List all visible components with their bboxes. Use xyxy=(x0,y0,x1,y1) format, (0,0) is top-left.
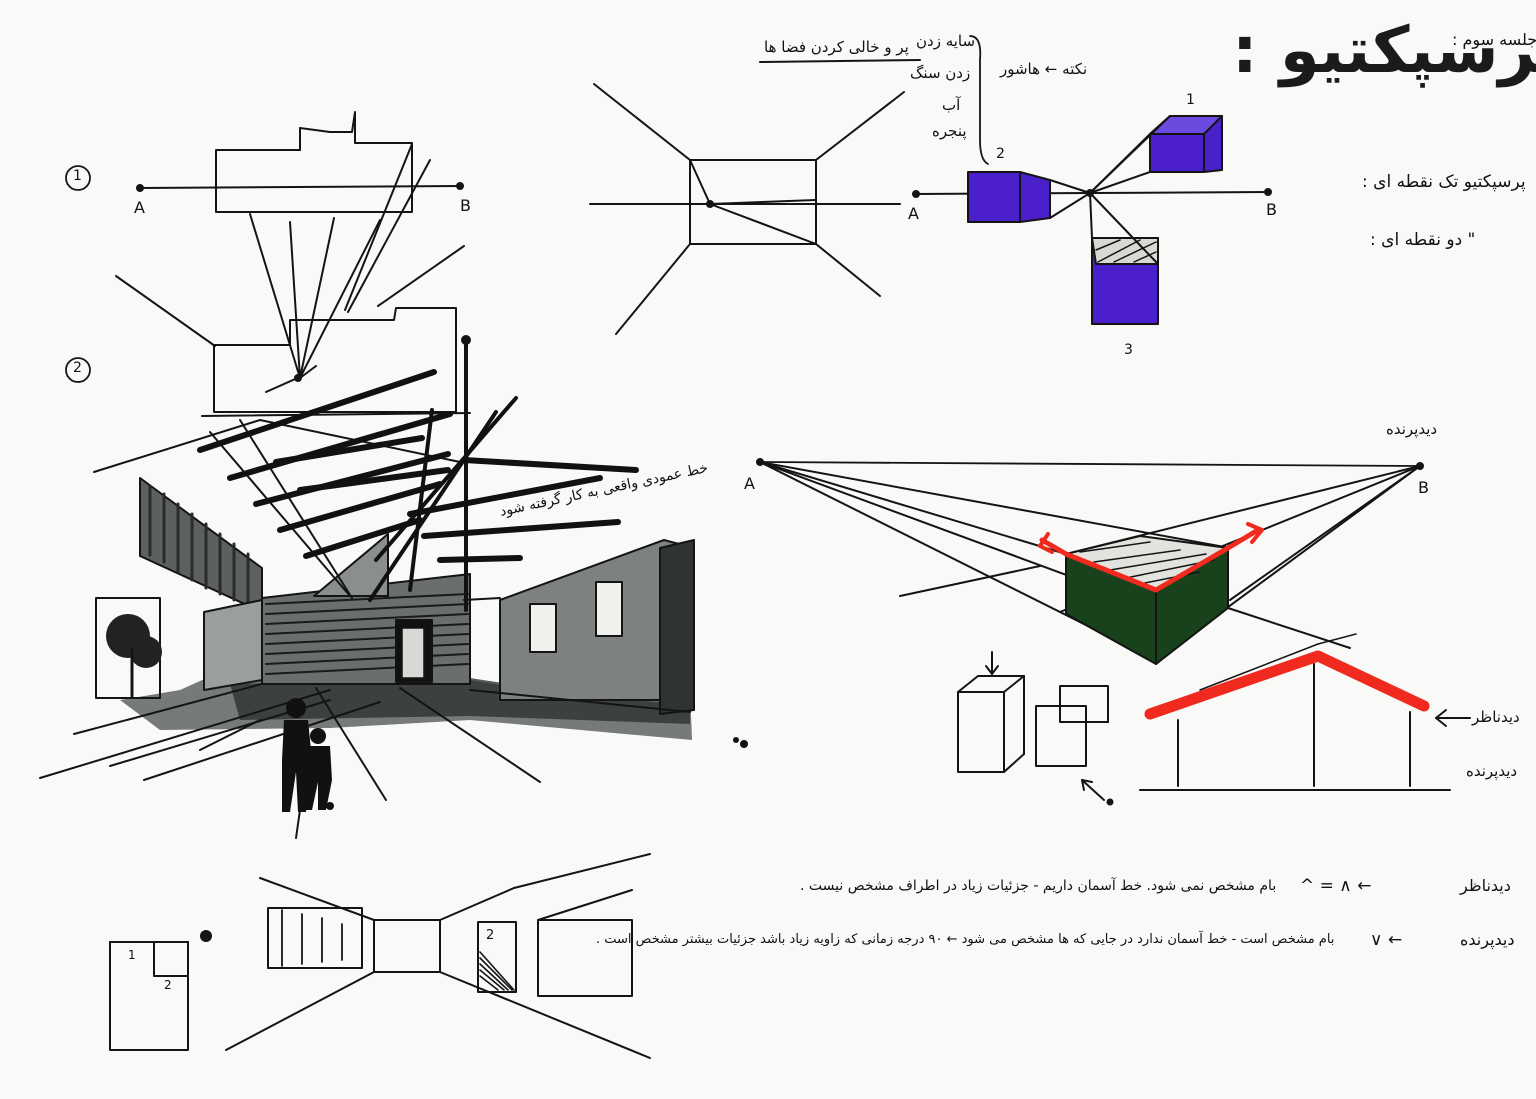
figure-one-plan xyxy=(116,112,470,416)
label-human-view: دیدناظر xyxy=(1472,708,1520,726)
figure-one-marker xyxy=(65,165,91,191)
room-number-1: 1 xyxy=(128,948,136,962)
session-label: جلسه سوم : xyxy=(1452,30,1536,49)
two-point-box xyxy=(756,458,1424,664)
three-cubes-one-point xyxy=(912,116,1272,324)
bottom-room-sketches xyxy=(110,854,650,1058)
note-line1-prefix: دیدناظر xyxy=(1460,876,1511,895)
note-line1-text: بام مشخص نمی شود. خط آسمان داریم - جزئیا… xyxy=(800,878,1277,894)
label-bird-view-top: دیدپرنده xyxy=(1386,420,1438,438)
figure-one-number: 1 xyxy=(73,168,82,184)
note-shading: سایه زدن xyxy=(916,32,976,50)
figure-two-interior xyxy=(40,335,748,838)
note-one-point: پرسپکتیو تک نقطه ای : xyxy=(1362,172,1526,192)
page-title: پرسپکتیو : xyxy=(1232,14,1536,88)
note-line1-symbols: ^ = ∧ ← xyxy=(1300,876,1372,896)
point-b-fig1: B xyxy=(460,196,471,215)
cube-number-3: 3 xyxy=(1124,342,1133,358)
elevation-roof xyxy=(1140,634,1470,790)
note-water: آب xyxy=(942,96,961,114)
small-boxes xyxy=(958,652,1114,806)
note-hatching: نکته ← هاشور xyxy=(1000,60,1088,78)
figure-two-number: 2 xyxy=(73,360,82,376)
note-line2-symbols: ∨ ← xyxy=(1370,930,1403,950)
point-a-fig1: A xyxy=(134,198,145,217)
note-stone: زدن سنگ xyxy=(910,64,971,82)
one-point-room xyxy=(590,84,904,334)
room-number-2: 2 xyxy=(164,978,172,992)
note-line2-prefix: دیدپرنده xyxy=(1460,930,1515,949)
point-b-two-point: B xyxy=(1418,478,1429,497)
point-b-cubes: B xyxy=(1266,200,1277,219)
room-door-number: 2 xyxy=(486,928,495,943)
point-a-cubes: A xyxy=(908,204,919,223)
note-window: پنجره xyxy=(932,122,967,140)
label-bird-view-bottom: دیدپرنده xyxy=(1466,762,1518,780)
note-fill-spaces: پر و خالی کردن فضا ها xyxy=(764,38,909,56)
cube-number-2: 2 xyxy=(996,146,1005,162)
point-a-two-point: A xyxy=(744,474,755,493)
figure-two-marker xyxy=(65,357,91,383)
cube-number-1: 1 xyxy=(1186,92,1195,108)
note-two-point: " دو نقطه ای : xyxy=(1370,230,1476,250)
person-silhouette-icon xyxy=(282,698,332,812)
note-line2-text: بام مشخص است - خط آسمان ندارد در جایی که… xyxy=(596,932,1335,947)
